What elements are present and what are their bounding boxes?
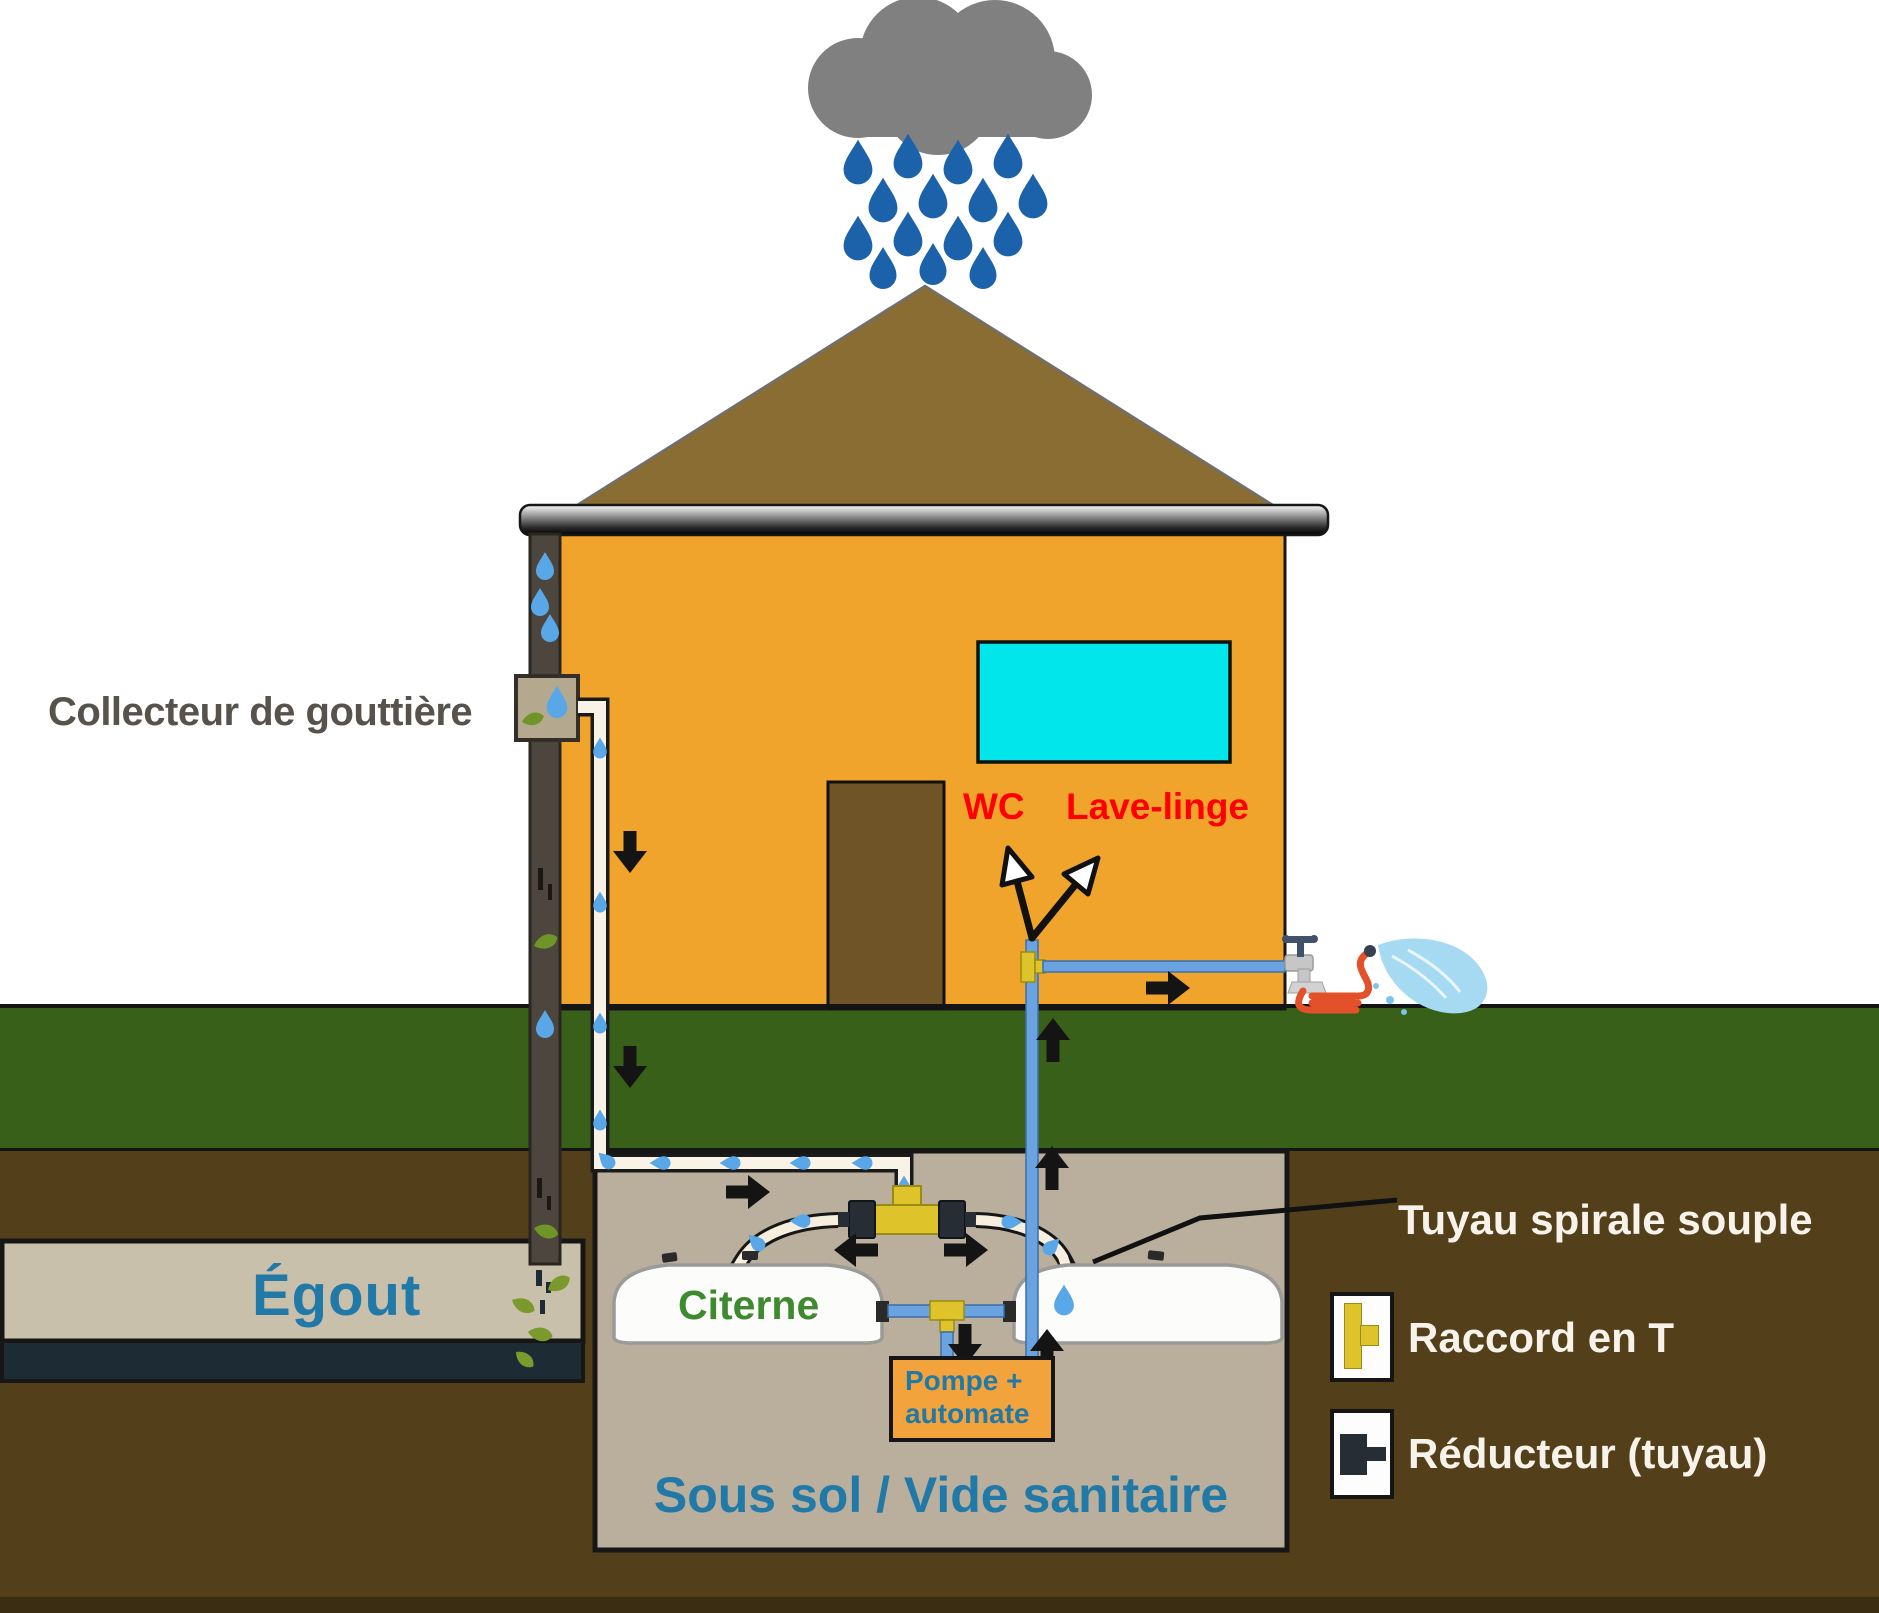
tee-fitting-icon [1360, 1325, 1379, 1346]
window [976, 640, 1232, 764]
pump-box: Pompe + automate [889, 1356, 1055, 1442]
arrow-right-icon [944, 1233, 988, 1267]
pump-label-line2: automate [905, 1398, 1030, 1429]
gutter-collector-box [514, 674, 580, 742]
legend-tee-box [1330, 1292, 1394, 1382]
basement-label: Sous sol / Vide sanitaire [653, 1467, 1229, 1523]
downspout [528, 532, 562, 1266]
soil-bottom-strip [0, 1597, 1879, 1613]
reducer-fittings [836, 1200, 978, 1239]
grass-band [0, 1008, 1879, 1148]
gutter-collector-label: Collecteur de gouttière [48, 690, 473, 734]
sewer-outflow [509, 1270, 574, 1372]
legend-reducer-label: Réducteur (tuyau) [1408, 1430, 1768, 1477]
flow-arrows [613, 831, 1190, 1370]
hose-nozzle [1364, 945, 1376, 957]
legend-reducer-box [1330, 1409, 1394, 1499]
arrow-outline-icon [999, 845, 1035, 888]
cistern-label: Citerne [678, 1282, 820, 1328]
washing-machine-label: Lave-linge [1066, 786, 1249, 827]
sewer-channel [0, 1238, 586, 1344]
arrow-up-icon [1035, 1146, 1069, 1190]
arrow-outline-icon [1061, 855, 1101, 897]
tee-fitting-icon [1344, 1303, 1362, 1369]
arrow-up-icon [1030, 1329, 1064, 1370]
hose-icon [1295, 950, 1373, 1014]
water-spray-icon [1373, 938, 1488, 1015]
gutter-bar [518, 503, 1330, 537]
tee-fitting-small [929, 1300, 965, 1321]
arrow-down-icon [613, 1046, 647, 1088]
cistern-connect-pipe [876, 1300, 1016, 1361]
raindrops [843, 133, 1048, 289]
roof [569, 284, 1281, 509]
wc-label: WC [963, 786, 1025, 827]
arrow-up-icon [1036, 1018, 1070, 1062]
ground-line [0, 1004, 1879, 1008]
sewer-pipe [0, 1339, 585, 1383]
reducer-icon [1367, 1447, 1386, 1461]
legend-tee-label: Raccord en T [1408, 1314, 1675, 1361]
sewer-label: Égout [252, 1263, 422, 1328]
downspout-debris [537, 868, 552, 1210]
arrow-right-icon [726, 1175, 770, 1209]
legend-spiral-hose-label: Tuyau spirale souple [1398, 1196, 1813, 1243]
riser-pipe [1025, 939, 1039, 1359]
supply-branch-arrows [999, 845, 1101, 942]
cloud-icon [808, 0, 1092, 155]
faucet-icon [1282, 935, 1327, 994]
tap-feed-pipe [1042, 960, 1286, 973]
pump-label-line1: Pompe + [905, 1365, 1023, 1396]
legend-leader-line [1092, 1197, 1398, 1265]
door [826, 780, 946, 1010]
arrow-down-icon [613, 831, 647, 873]
arrow-left-icon [834, 1233, 878, 1267]
arrow-right-icon [1146, 971, 1190, 1005]
arrow-down-icon [948, 1324, 982, 1366]
tee-fitting-house [1020, 951, 1046, 983]
collector-pipe [578, 697, 914, 1200]
reducer-icon [1340, 1434, 1367, 1475]
